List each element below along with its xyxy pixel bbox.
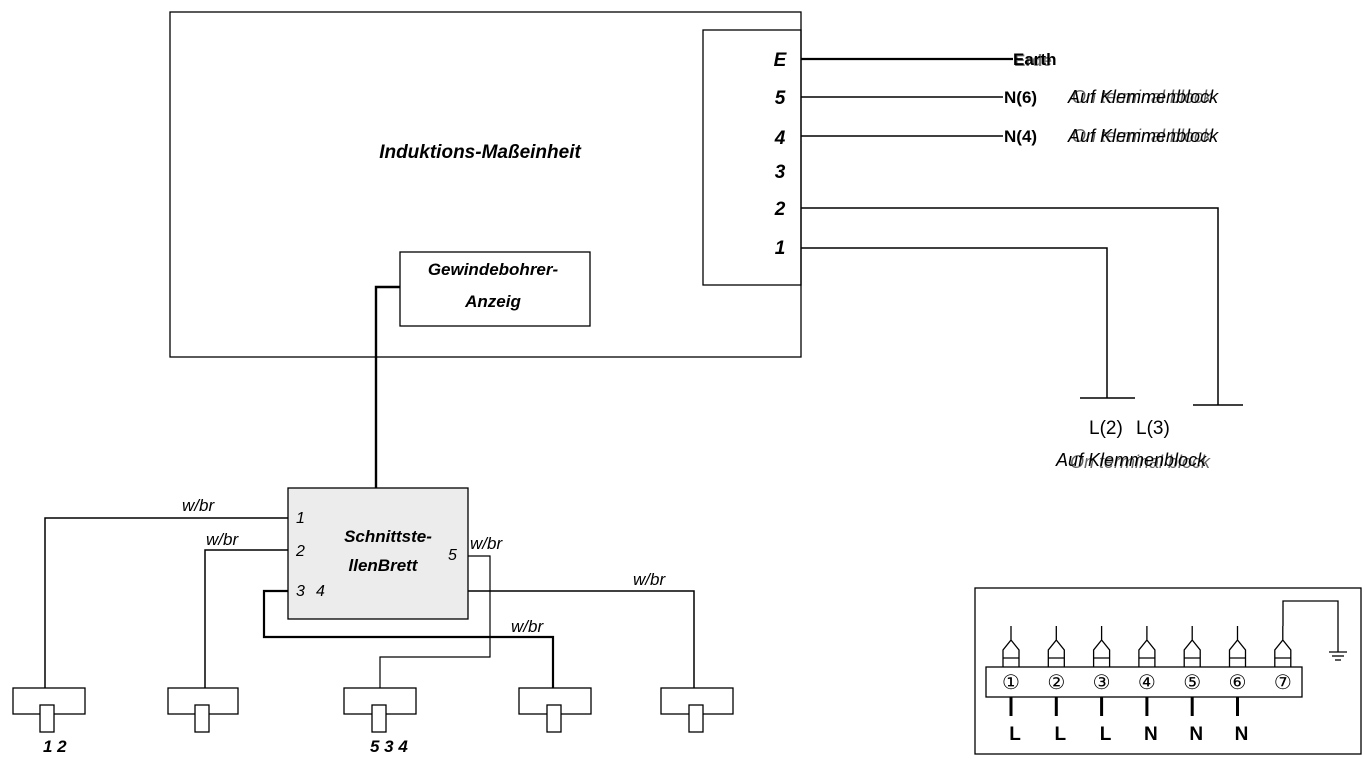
strip-label-6: N (1235, 724, 1249, 745)
strip-number-7: ⑦ (1274, 672, 1292, 694)
plug-3-label: 5 3 4 (370, 737, 408, 756)
unit-connector-block (702, 29, 802, 286)
unit-terminal-e: E (774, 50, 788, 71)
strip-label-1: L (1009, 724, 1021, 745)
interface-pin-4: 4 (316, 583, 325, 600)
ground-icon (1329, 651, 1347, 661)
strip-connector-6 (1228, 626, 1247, 667)
strip-number-5: ⑤ (1183, 672, 1201, 694)
interface-pin-1: 1 (296, 510, 305, 527)
strip-connector-4 (1138, 626, 1156, 667)
n4-label: N(4) (1004, 127, 1037, 146)
earth-label-en: Earth (1013, 50, 1056, 69)
wire-pin34-plug4 (262, 589, 555, 688)
interface-board-line2: llenBrett (349, 556, 419, 575)
earth-label-de: Erde (1014, 51, 1052, 70)
plug-5 (660, 687, 734, 733)
unit-terminal-4: 4 (774, 128, 786, 149)
wire-label-2: w/br (206, 530, 239, 549)
strip-label-3: L (1100, 724, 1112, 745)
strip-number-6: ⑥ (1229, 672, 1247, 694)
wire-label-3: w/br (470, 534, 503, 553)
wire-pin5-plug3 (379, 555, 491, 688)
n6-label: N(6) (1004, 88, 1037, 107)
l-terminal-block-en: On terminal block (1070, 452, 1211, 472)
wire-label-1: w/br (182, 496, 215, 515)
unit-terminal-5: 5 (775, 88, 786, 109)
strip-number-3: ③ (1093, 672, 1111, 694)
interface-board-line1: Schnittste- (344, 527, 432, 546)
strip-label-2: L (1054, 724, 1066, 745)
strip-connector-3 (1092, 626, 1111, 667)
interface-pin-2: 2 (295, 543, 305, 560)
strip-label-5: N (1189, 724, 1203, 745)
interface-pin-5: 5 (448, 547, 457, 564)
l2-label: L(2) (1089, 418, 1123, 439)
strip-connector-7 (1274, 626, 1292, 667)
unit-terminal-2: 2 (774, 199, 786, 220)
strip-earth-wire (1282, 600, 1339, 652)
strip-label-4: N (1144, 724, 1158, 745)
terminal-strip-terminals: ① L ② L ③ L ④ N ⑤ N ⑥ N ⑦ (1002, 626, 1292, 745)
wire-pin2-plug2 (204, 549, 288, 688)
l3-wire (801, 207, 1219, 405)
l2-wire (801, 247, 1108, 398)
plug-4 (518, 687, 592, 733)
n6-terminal-block-en: On terminal block (1072, 87, 1213, 107)
l-terminal-block-de: Auf Klemmenblock (1055, 450, 1207, 470)
plug-1-label: 1 2 (43, 737, 67, 756)
plug-3 (343, 687, 417, 733)
plug-2 (167, 687, 239, 733)
plug-1 (12, 687, 86, 733)
l3-label: L(3) (1136, 418, 1170, 439)
strip-connector-1 (1002, 626, 1020, 667)
n4-terminal-block-de: Auf Klemmenblock (1067, 126, 1219, 146)
interface-pin-3: 3 (296, 583, 305, 600)
strip-number-4: ④ (1138, 672, 1156, 694)
strip-number-1: ① (1002, 672, 1020, 694)
wire-pin1-plug1 (44, 517, 288, 688)
tap-display-line2: Anzeig (464, 292, 521, 311)
wire-label-5: w/br (633, 570, 666, 589)
interface-board-box (287, 487, 469, 620)
n6-terminal-block-de: Auf Klemmenblock (1067, 87, 1219, 107)
unit-terminal-1: 1 (775, 238, 786, 259)
tap-display-line1: Gewindebohrer- (428, 260, 559, 279)
tap-display-cable (374, 285, 400, 488)
induction-unit-title: Induktions-Maßeinheit (379, 142, 581, 163)
terminal-strip-body (985, 666, 1303, 698)
strip-number-2: ② (1047, 672, 1065, 694)
wire-label-4: w/br (511, 617, 544, 636)
n4-terminal-block-en: On terminal block (1072, 126, 1213, 146)
strip-connector-2 (1047, 626, 1065, 667)
unit-terminal-3: 3 (775, 162, 786, 183)
wire-board-plug5 (468, 590, 695, 688)
tap-display-box (399, 251, 591, 327)
strip-connector-5 (1183, 626, 1201, 667)
